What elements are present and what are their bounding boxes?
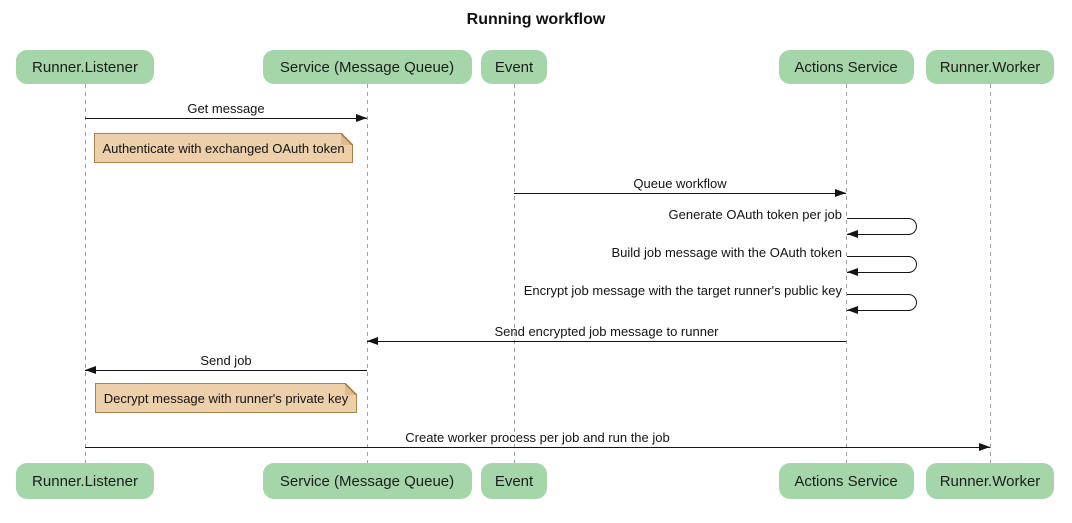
message-label: Get message xyxy=(187,101,265,116)
participant-runner-worker-top: Runner.Worker xyxy=(926,50,1054,84)
participant-actions-service-bottom: Actions Service xyxy=(778,463,914,499)
arrowhead-left-icon xyxy=(367,337,378,345)
message-label: Send job xyxy=(200,353,252,368)
lifeline-runner-listener xyxy=(85,84,86,463)
arrowhead-right-icon xyxy=(979,443,990,451)
participant-event-top: Event xyxy=(481,50,547,84)
note-folded-corner-icon xyxy=(341,133,353,145)
self-message-loop xyxy=(847,218,917,235)
message-label: Create worker process per job and run th… xyxy=(405,430,670,445)
message-arrow-line xyxy=(85,370,367,371)
message-label: Queue workflow xyxy=(633,176,727,191)
message-arrow-line xyxy=(85,447,990,448)
lifeline-actions-service xyxy=(846,84,847,463)
arrowhead-left-icon xyxy=(847,230,858,238)
self-message-label: Build job message with the OAuth token xyxy=(611,245,842,260)
participant-service-message-queue-top: Service (Message Queue) xyxy=(262,50,472,84)
arrowhead-right-icon xyxy=(835,189,846,197)
arrowhead-left-icon xyxy=(847,306,858,314)
lifeline-service-message-queue xyxy=(367,84,368,463)
participant-actions-service-top: Actions Service xyxy=(778,50,914,84)
message-arrow-line xyxy=(85,118,367,119)
message-label: Send encrypted job message to runner xyxy=(494,324,719,339)
lifeline-event xyxy=(514,84,515,463)
arrowhead-right-icon xyxy=(356,114,367,122)
self-message-label: Generate OAuth token per job xyxy=(668,207,842,222)
participant-runner-listener-bottom: Runner.Listener xyxy=(16,463,154,499)
participant-runner-worker-bottom: Runner.Worker xyxy=(926,463,1054,499)
arrowhead-left-icon xyxy=(847,268,858,276)
message-arrow-line xyxy=(514,193,846,194)
message-arrow-line xyxy=(367,341,846,342)
arrowhead-left-icon xyxy=(85,366,96,374)
participant-service-message-queue-bottom: Service (Message Queue) xyxy=(262,463,472,499)
note: Authenticate with exchanged OAuth token xyxy=(94,133,353,163)
lifeline-runner-worker xyxy=(990,84,991,463)
participant-event-bottom: Event xyxy=(481,463,547,499)
self-message-label: Encrypt job message with the target runn… xyxy=(523,283,842,298)
self-message-loop xyxy=(847,294,917,311)
participant-runner-listener-top: Runner.Listener xyxy=(16,50,154,84)
self-message-loop xyxy=(847,256,917,273)
note: Decrypt message with runner's private ke… xyxy=(95,383,357,413)
diagram-title: Running workflow xyxy=(466,11,606,28)
note-folded-corner-icon xyxy=(345,383,357,395)
